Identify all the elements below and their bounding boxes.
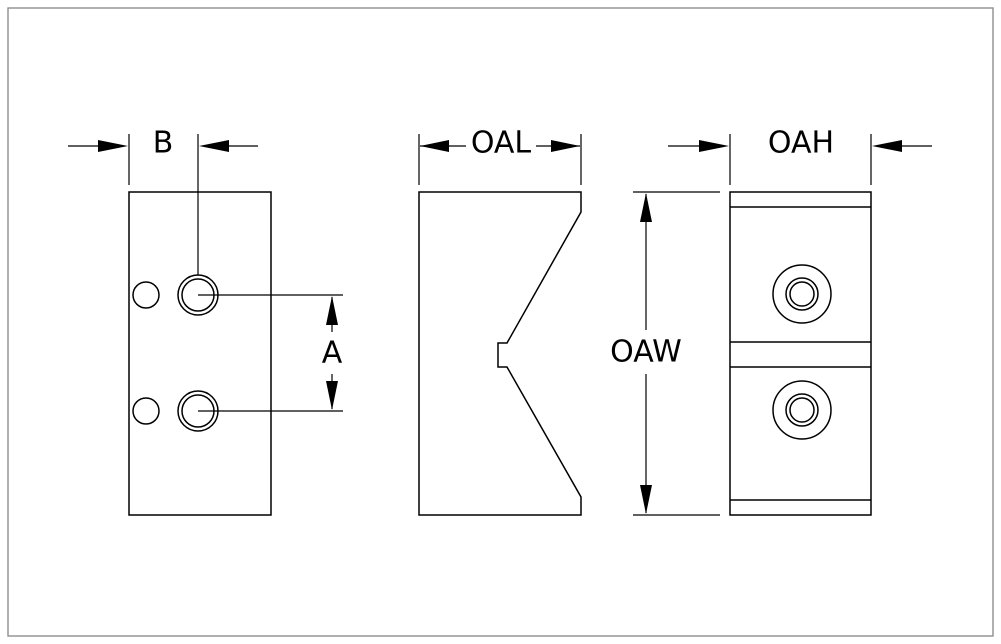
oah-arrow-left xyxy=(699,140,729,152)
dimension-oaw: OAW xyxy=(610,191,720,516)
left-view: A B xyxy=(68,126,343,516)
middle-view: OAL xyxy=(418,126,582,516)
small-hole-lower xyxy=(132,397,160,425)
drawing-frame xyxy=(7,7,994,637)
dimension-a: A xyxy=(322,296,343,410)
b-arrow-right xyxy=(199,140,229,152)
small-hole-upper xyxy=(132,281,160,309)
right-view-outline xyxy=(729,191,872,516)
b-dimension-label: B xyxy=(153,126,174,161)
bottom-counterbore-hole xyxy=(789,397,815,423)
a-dimension-label: A xyxy=(322,336,343,371)
v-block-profile xyxy=(418,191,582,516)
right-view: OAH OAW xyxy=(610,126,932,516)
top-counterbore-inner xyxy=(785,277,819,311)
oaw-dimension-label: OAW xyxy=(610,335,682,370)
oal-arrow-left xyxy=(420,140,449,152)
bottom-counterbore-inner xyxy=(785,393,819,427)
oah-arrow-right xyxy=(872,140,902,152)
b-arrow-left xyxy=(98,140,128,152)
oah-dimension-label: OAH xyxy=(768,126,834,161)
top-counterbore-hole xyxy=(789,281,815,307)
top-counterbore-outer xyxy=(772,264,832,324)
dimension-oah: OAH xyxy=(668,126,932,185)
oal-arrow-right xyxy=(551,140,580,152)
a-arrow-up xyxy=(326,296,338,325)
left-view-outline xyxy=(128,191,272,516)
dimension-oal: OAL xyxy=(418,126,582,185)
oal-dimension-label: OAL xyxy=(471,126,532,161)
bottom-counterbore-outer xyxy=(772,380,832,440)
oaw-arrow-up xyxy=(640,193,652,222)
dimension-b: B xyxy=(68,126,258,275)
oaw-arrow-down xyxy=(640,485,652,514)
a-arrow-down xyxy=(326,381,338,410)
